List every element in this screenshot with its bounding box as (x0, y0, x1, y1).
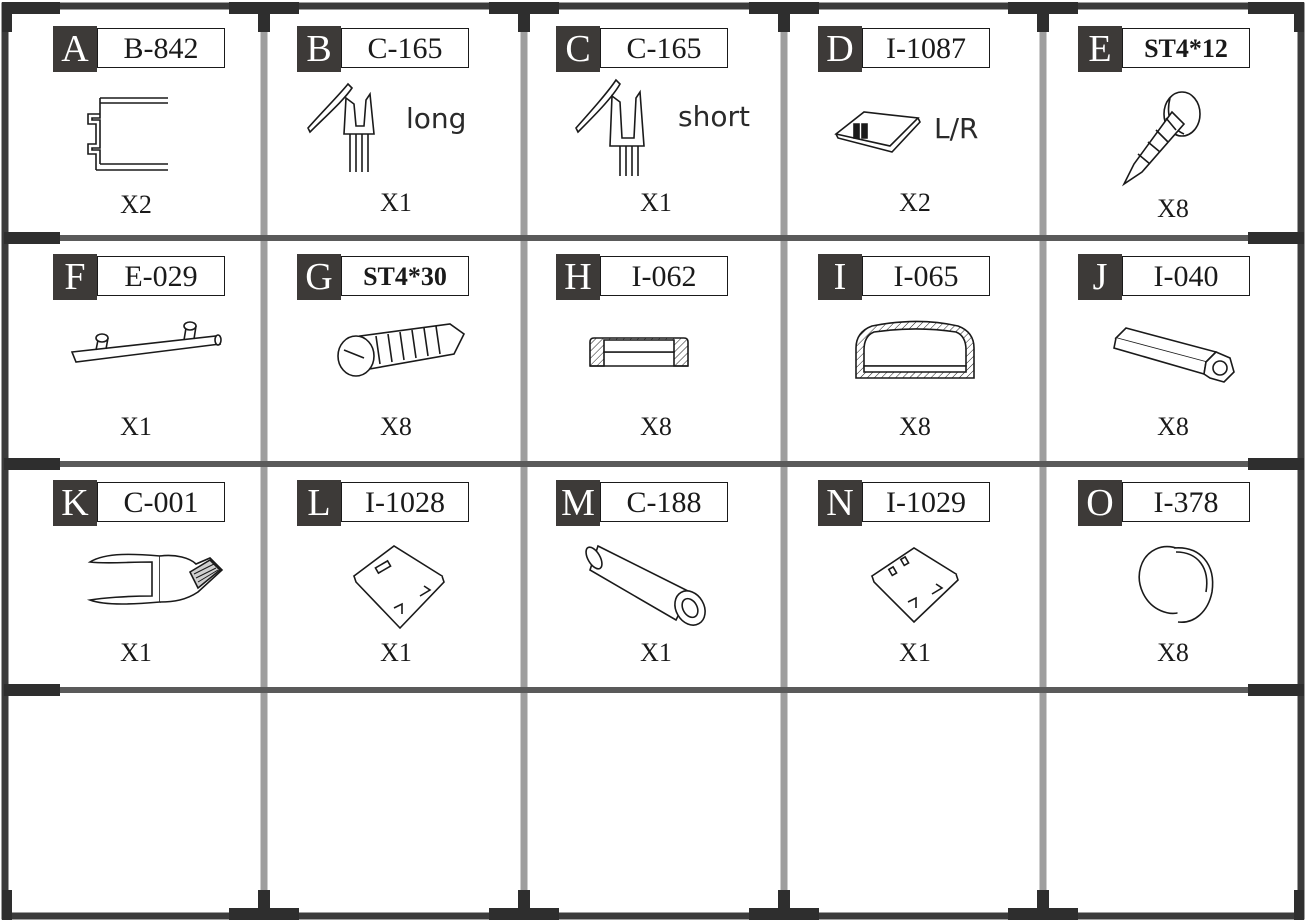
part-letter: J (1078, 254, 1122, 300)
aluminium-profile-icon (78, 94, 178, 176)
part-quantity: X1 (270, 638, 522, 668)
part-letter: F (53, 254, 97, 300)
part-code: B-842 (97, 28, 225, 68)
clip-plate-icon (834, 108, 924, 168)
part-letter: K (53, 480, 97, 526)
part-cell-l: L I-1028 X1 (270, 470, 522, 686)
part-quantity: X1 (530, 638, 782, 668)
part-code: I-378 (1122, 482, 1250, 522)
part-code: E-029 (97, 256, 225, 296)
part-code: I-1087 (862, 28, 990, 68)
part-cell-g: G ST4*30 X8 (270, 244, 522, 460)
short-screw-icon (1114, 88, 1210, 192)
seal-strip-short-icon (572, 76, 672, 180)
part-cell-a: A B-842 X2 (10, 12, 262, 234)
part-quantity: X8 (1048, 194, 1298, 224)
part-letter: N (818, 480, 862, 526)
part-letter: A (53, 26, 97, 72)
part-cell-e: E ST4*12 X8 (1048, 12, 1298, 234)
part-quantity: X8 (270, 412, 522, 442)
part-cell-i: I I-065 X8 (790, 244, 1040, 460)
magnetic-seal-profile-icon (86, 550, 226, 610)
part-cell-k: K C-001 X1 (10, 470, 262, 686)
part-code: I-062 (600, 256, 728, 296)
part-code: I-065 (862, 256, 990, 296)
part-quantity: X1 (10, 412, 262, 442)
part-cell-b: B C-165 long X1 (270, 12, 522, 234)
part-letter: I (818, 254, 862, 300)
part-letter: L (297, 480, 341, 526)
part-quantity: X8 (1048, 638, 1298, 668)
part-quantity: X8 (1048, 412, 1298, 442)
part-code: C-165 (600, 28, 728, 68)
part-quantity: X1 (270, 188, 522, 218)
empty-cell (1048, 696, 1298, 910)
small-cap-section-icon (588, 332, 690, 372)
part-code: ST4*30 (341, 256, 469, 296)
part-cell-o: O I-378 X8 (1048, 470, 1298, 686)
part-quantity: X2 (10, 190, 262, 220)
part-quantity: X1 (530, 188, 782, 218)
part-quantity: X1 (10, 638, 262, 668)
part-note: L/R (934, 112, 979, 145)
part-cell-d: D I-1087 L/R X2 (790, 12, 1040, 234)
part-code: C-001 (97, 482, 225, 522)
tube-icon (586, 542, 716, 628)
part-letter: B (297, 26, 341, 72)
part-cell-c: C C-165 short X1 (530, 12, 782, 234)
seal-strip-long-icon (304, 80, 404, 180)
empty-cell (10, 696, 262, 910)
part-letter: D (818, 26, 862, 72)
part-code: I-1028 (341, 482, 469, 522)
part-code: C-165 (341, 28, 469, 68)
part-cell-f: F E-029 X1 (10, 244, 262, 460)
part-letter: E (1078, 26, 1122, 72)
hex-spacer-icon (1108, 322, 1238, 386)
round-cap-icon (1130, 540, 1220, 630)
empty-cell (790, 696, 1040, 910)
part-letter: H (556, 254, 600, 300)
handle-bar-icon (68, 318, 228, 368)
large-cap-section-icon (852, 322, 978, 382)
part-code: I-040 (1122, 256, 1250, 296)
part-letter: C (556, 26, 600, 72)
square-plate-small-icon (868, 544, 964, 624)
part-cell-j: J I-040 X8 (1048, 244, 1298, 460)
part-quantity: X2 (790, 188, 1040, 218)
part-code: I-1029 (862, 482, 990, 522)
empty-cell (270, 696, 522, 910)
part-letter: O (1078, 480, 1122, 526)
square-plate-icon (350, 542, 450, 632)
long-screw-icon (330, 318, 470, 388)
part-quantity: X8 (790, 412, 1040, 442)
part-cell-n: N I-1029 X1 (790, 470, 1040, 686)
part-letter: M (556, 480, 600, 526)
part-cell-m: M C-188 X1 (530, 470, 782, 686)
part-quantity: X1 (790, 638, 1040, 668)
part-note: short (678, 100, 750, 133)
part-quantity: X8 (530, 412, 782, 442)
part-code: ST4*12 (1122, 28, 1250, 68)
part-code: C-188 (600, 482, 728, 522)
empty-cell (530, 696, 782, 910)
part-letter: G (297, 254, 341, 300)
part-cell-h: H I-062 X8 (530, 244, 782, 460)
part-note: long (406, 102, 466, 135)
